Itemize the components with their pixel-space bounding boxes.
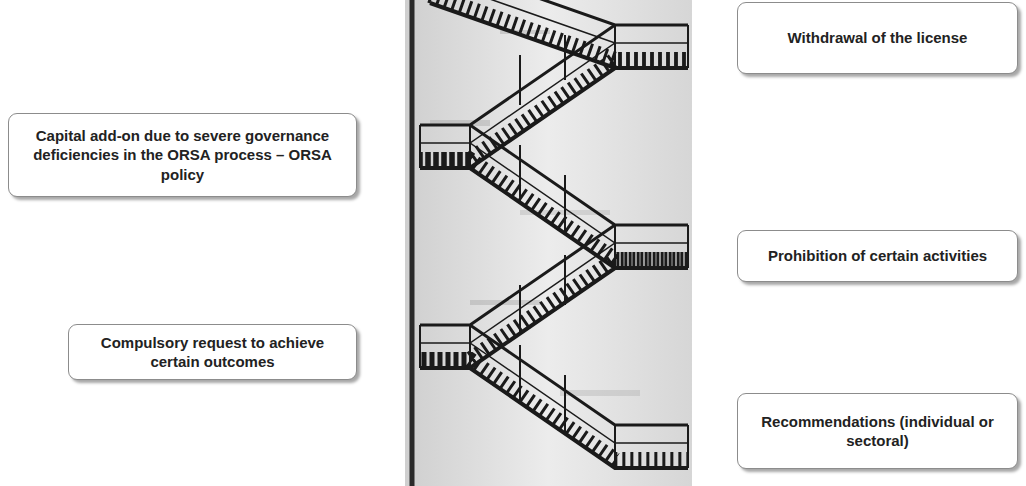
text-wrap: Prohibition of certain activities [768,246,987,265]
measure-box: Capital add-on due to severe governance … [8,113,357,197]
text-wrap: Compulsory request to achieve certain ou… [81,333,344,371]
text-wrap: Withdrawal of the license [788,28,968,47]
text-wrap: Recommendations (individual or sectoral) [750,412,1005,450]
box-label: Compulsory request to achieve certain ou… [81,333,344,371]
box-label: Withdrawal of the license [788,28,968,47]
stair-flights [420,0,688,468]
measure-box: Compulsory request to achieve certain ou… [68,324,357,380]
pole [410,0,415,486]
box-label: Recommendations (individual or sectoral) [750,412,1005,450]
measure-box: Prohibition of certain activities [737,230,1018,282]
measure-box: Withdrawal of the license [737,2,1018,74]
box-label: Prohibition of certain activities [768,246,987,265]
text-wrap: Capital add-on due to severe governance … [21,126,344,184]
measure-box: Recommendations (individual or sectoral) [737,393,1018,469]
box-label: Capital add-on due to severe governance … [21,126,344,184]
balusters [420,25,688,468]
